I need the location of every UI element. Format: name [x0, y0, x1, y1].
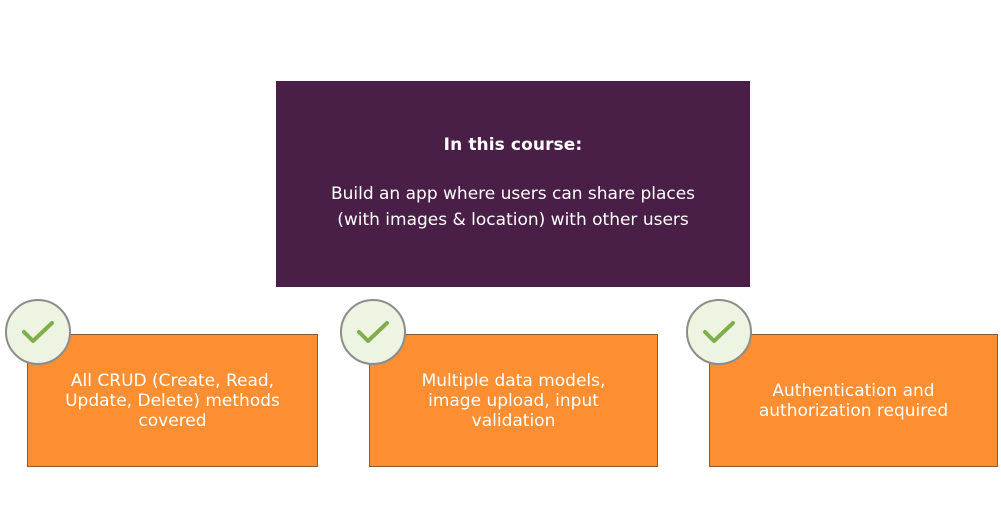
- course-summary-box: In this course: Build an app where users…: [276, 81, 750, 287]
- check-icon: [22, 321, 54, 343]
- course-description-line: (with images & location) with other user…: [337, 210, 689, 230]
- feature-text-line: image upload, input: [428, 390, 599, 411]
- feature-box-auth: Authentication and authorization require…: [709, 334, 998, 467]
- feature-text-line: All CRUD (Create, Read,: [70, 370, 275, 391]
- feature-box-data-models: Multiple data models, image upload, inpu…: [369, 334, 658, 467]
- check-badge: [340, 299, 406, 365]
- feature-text-line: covered: [138, 410, 207, 431]
- feature-text-line: Update, Delete) methods: [65, 390, 280, 411]
- check-icon: [703, 321, 735, 343]
- course-heading: In this course:: [443, 135, 583, 155]
- feature-text-line: Authentication and: [772, 380, 935, 401]
- feature-text-line: Multiple data models,: [421, 370, 606, 391]
- check-icon: [357, 321, 389, 343]
- check-badge: [686, 299, 752, 365]
- feature-text-line: validation: [471, 410, 556, 431]
- feature-box-crud: All CRUD (Create, Read, Update, Delete) …: [27, 334, 318, 467]
- course-description-line: Build an app where users can share place…: [330, 184, 696, 204]
- check-badge: [5, 299, 71, 365]
- feature-text-line: authorization required: [758, 400, 949, 421]
